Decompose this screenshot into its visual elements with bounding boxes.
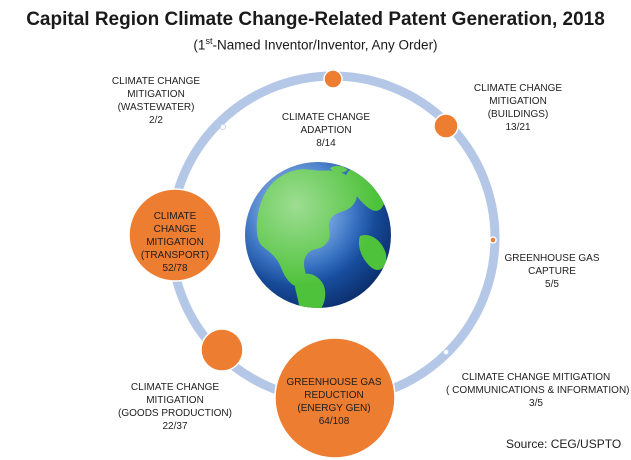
node-wastewater [220, 124, 226, 130]
chart-subtitle: (1st-Named Inventor/Inventor, Any Order) [193, 36, 438, 53]
node-adaption [323, 69, 343, 89]
chart-title: Capital Region Climate Change-Related Pa… [26, 9, 605, 30]
node-goods-production [200, 328, 244, 372]
node-energy-gen [274, 337, 396, 459]
node-buildings [433, 113, 459, 139]
node-transport [128, 188, 222, 282]
globe-icon [245, 162, 391, 308]
label-communications: CLIMATE CHANGE MITIGATION( COMMUNICATION… [446, 372, 630, 409]
source-note: Source: CEG/USPTO [506, 437, 622, 451]
node-communications [443, 349, 449, 355]
node-ghg-capture [489, 236, 497, 244]
